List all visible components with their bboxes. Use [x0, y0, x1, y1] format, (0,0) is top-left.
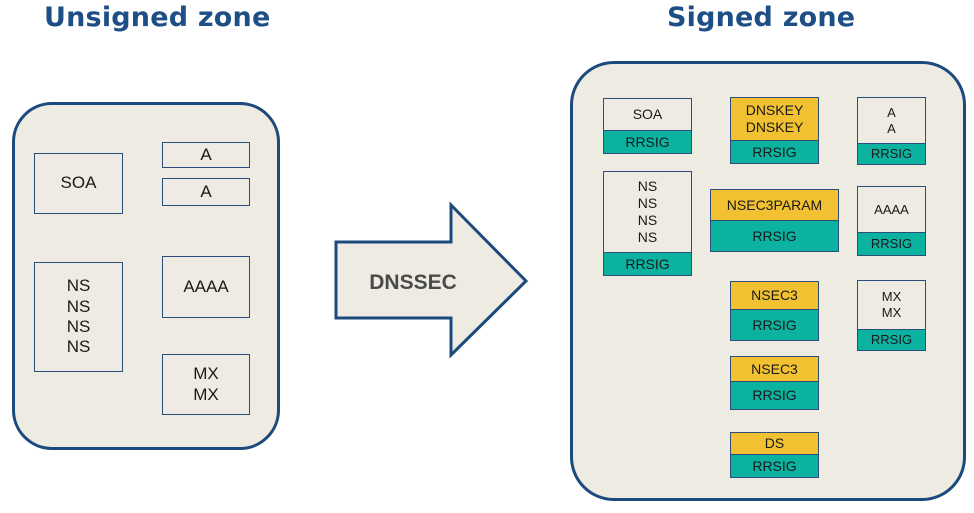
rrsig-label: RRSIG [731, 309, 818, 340]
rrsig-label: RRSIG [731, 454, 818, 477]
record-type-label: NS [66, 337, 91, 357]
record-type-lines: DS [731, 433, 818, 454]
record-type-label: NS [637, 228, 658, 245]
rrsig-label: RRSIG [731, 381, 818, 409]
record-type-label: A [887, 120, 896, 136]
rrsig-label: RRSIG [858, 329, 925, 350]
rrsig-label: RRSIG [604, 252, 691, 275]
signed-zone-title: Signed zone [667, 2, 856, 33]
rrsig-label: RRSIG [858, 232, 925, 255]
record-type-label: NS [637, 212, 658, 228]
record-type-lines: AAAA [163, 257, 249, 317]
rrsig-label: RRSIG [604, 130, 691, 153]
record-type-label: SOA [60, 173, 97, 193]
record-type-label: NS [637, 178, 658, 195]
unsigned-zone-title: Unsigned zone [44, 2, 271, 33]
record-type-label: A [200, 181, 212, 201]
rrsig-label: RRSIG [731, 140, 818, 163]
signed-nsec3param-record: NSEC3PARAM RRSIG [710, 189, 839, 252]
record-type-label: DNSKEY [745, 119, 804, 135]
record-type-label: NS [637, 195, 658, 212]
signed-aaaa-record: AAAA RRSIG [857, 186, 926, 256]
arrow-shape [334, 201, 529, 359]
record-type-label: DNSKEY [745, 102, 804, 119]
record-type-lines: SOA [604, 99, 691, 130]
record-type-label: NSEC3 [751, 287, 798, 304]
unsigned-aaaa-record: AAAA [162, 256, 250, 318]
record-type-label: AAAA [183, 276, 229, 296]
record-type-lines: NSEC3PARAM [711, 190, 838, 220]
record-type-label: MX [193, 364, 219, 384]
record-type-label: MX [193, 384, 219, 404]
rrsig-label: RRSIG [711, 220, 838, 251]
record-type-label: DS [764, 435, 785, 452]
signed-ds-record: DS RRSIG [730, 432, 819, 478]
record-type-label: NSEC3 [751, 360, 798, 377]
record-type-lines: A [163, 143, 249, 167]
record-type-label: A [887, 104, 896, 120]
record-type-label: A [200, 144, 212, 164]
record-type-lines: A [163, 179, 249, 205]
record-type-label: SOA [632, 106, 663, 123]
dnssec-label: DNSSEC [369, 271, 457, 294]
record-type-label: MX [881, 305, 902, 320]
record-type-label: NS [66, 317, 91, 336]
record-type-label: MX [881, 289, 902, 305]
unsigned-a-record: A [162, 142, 250, 168]
record-type-label: NS [66, 296, 91, 316]
rrsig-label: RRSIG [858, 143, 925, 164]
record-type-lines: NSEC3 [731, 282, 818, 309]
signed-soa-record: SOA RRSIG [603, 98, 692, 154]
record-type-label: NS [66, 276, 91, 296]
unsigned-soa-record: SOA [34, 153, 123, 214]
record-type-label: NSEC3PARAM [726, 196, 823, 213]
record-type-label: AAAA [874, 201, 909, 217]
record-type-lines: SOA [35, 154, 122, 213]
record-type-lines: NSEC3 [731, 357, 818, 381]
record-type-lines: AAAA [858, 187, 925, 232]
unsigned-a-record: A [162, 178, 250, 206]
